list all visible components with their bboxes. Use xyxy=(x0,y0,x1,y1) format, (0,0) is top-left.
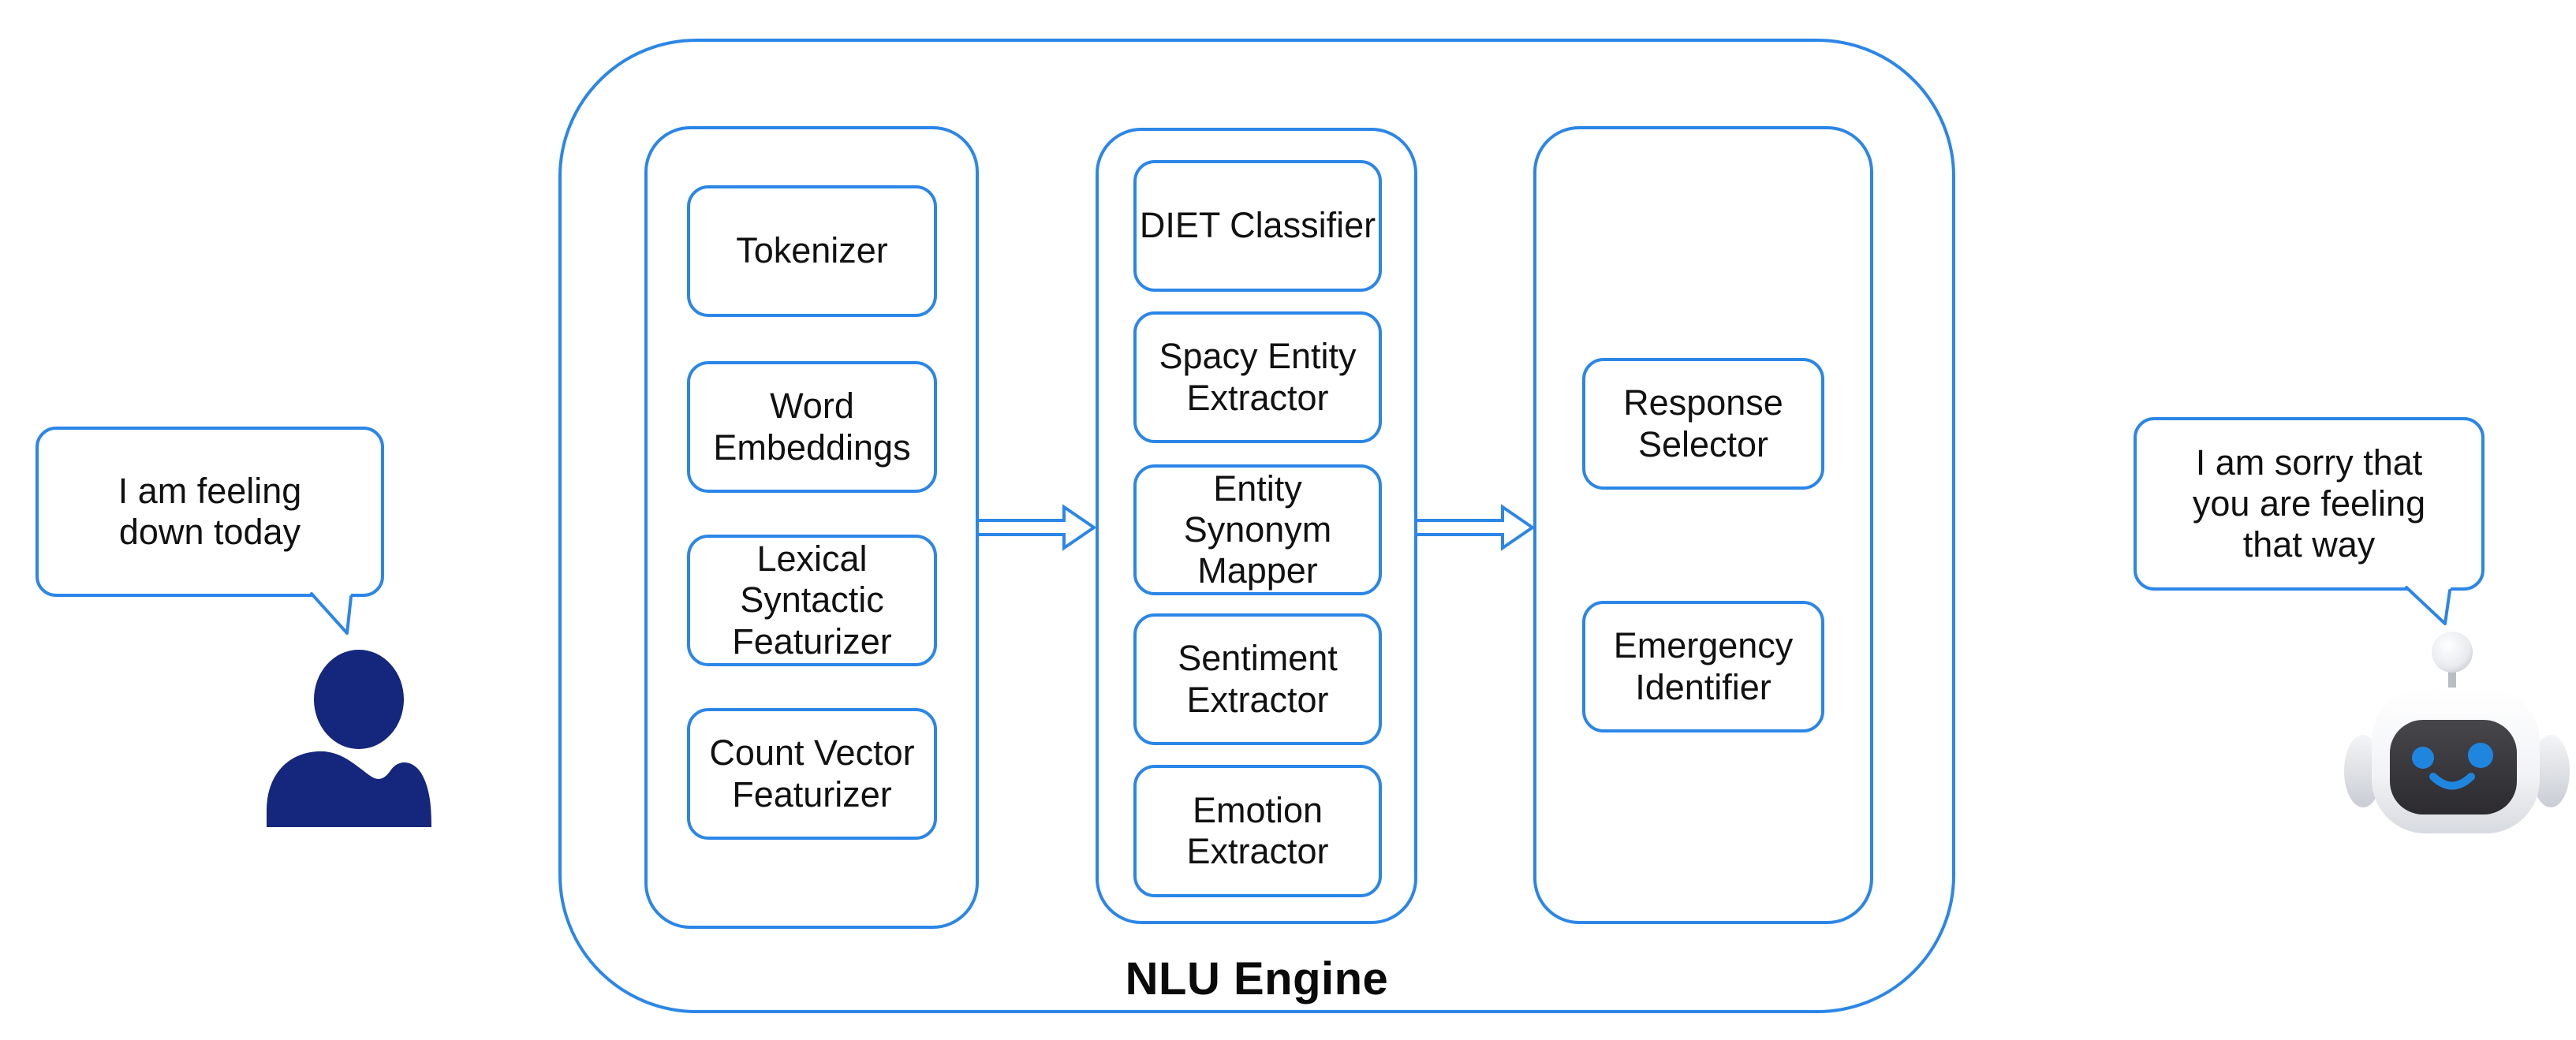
node-label: DIET Classifier xyxy=(1139,205,1376,246)
node-response-selector: Response Selector xyxy=(1582,358,1824,490)
node-entity-synonym-mapper: Entity Synonym Mapper xyxy=(1133,464,1382,595)
node-label: Spacy Entity Extractor xyxy=(1159,336,1357,418)
robot-face-screen xyxy=(2390,720,2517,814)
node-lexical-syntactic-featurizer: Lexical Syntactic Featurizer xyxy=(687,535,937,666)
user-speech-bubble: I am feeling down today xyxy=(35,427,384,597)
node-diet-classifier: DIET Classifier xyxy=(1133,160,1382,292)
node-label: Sentiment Extractor xyxy=(1178,638,1338,720)
robot-ear-right xyxy=(2532,735,2570,807)
user-speech-bubble-tail xyxy=(310,592,353,635)
robot-antenna xyxy=(2432,632,2473,694)
node-label: Count Vector Featurizer xyxy=(709,732,915,814)
bot-speech-bubble-tail xyxy=(2405,586,2451,625)
node-word-embeddings: Word Embeddings xyxy=(687,361,937,493)
flow-arrow-2 xyxy=(1417,504,1534,551)
robot-eye-left xyxy=(2412,747,2434,769)
node-spacy-entity-extractor: Spacy Entity Extractor xyxy=(1133,311,1382,443)
flow-arrow-1 xyxy=(979,504,1096,551)
node-label: Response Selector xyxy=(1623,382,1783,464)
node-label: Emotion Extractor xyxy=(1186,789,1329,871)
person-head xyxy=(314,650,404,749)
bot-speech-bubble: I am sorry that you are feeling that way xyxy=(2134,417,2485,591)
person-icon xyxy=(267,650,431,827)
robot-eye-right xyxy=(2468,743,2493,768)
node-label: Tokenizer xyxy=(736,230,888,271)
column-response-selection xyxy=(1533,126,1873,924)
robot-smile xyxy=(2429,773,2475,790)
node-count-vector-featurizer: Count Vector Featurizer xyxy=(687,708,937,840)
node-emotion-extractor: Emotion Extractor xyxy=(1133,765,1382,897)
node-label: Entity Synonym Mapper xyxy=(1183,468,1332,591)
nlu-engine-label: NLU Engine xyxy=(1125,953,1389,1005)
robot-icon xyxy=(2344,632,2570,833)
bot-speech-text: I am sorry that you are feeling that way xyxy=(2192,442,2426,565)
node-tokenizer: Tokenizer xyxy=(687,185,937,317)
user-speech-text: I am feeling down today xyxy=(118,470,302,552)
node-sentiment-extractor: Sentiment Extractor xyxy=(1133,613,1382,745)
node-label: Lexical Syntactic Featurizer xyxy=(732,539,892,662)
node-emergency-identifier: Emergency Identifier xyxy=(1582,601,1824,732)
node-label: Word Embeddings xyxy=(713,386,911,468)
node-label: Emergency Identifier xyxy=(1613,625,1794,707)
person-body xyxy=(267,751,431,827)
